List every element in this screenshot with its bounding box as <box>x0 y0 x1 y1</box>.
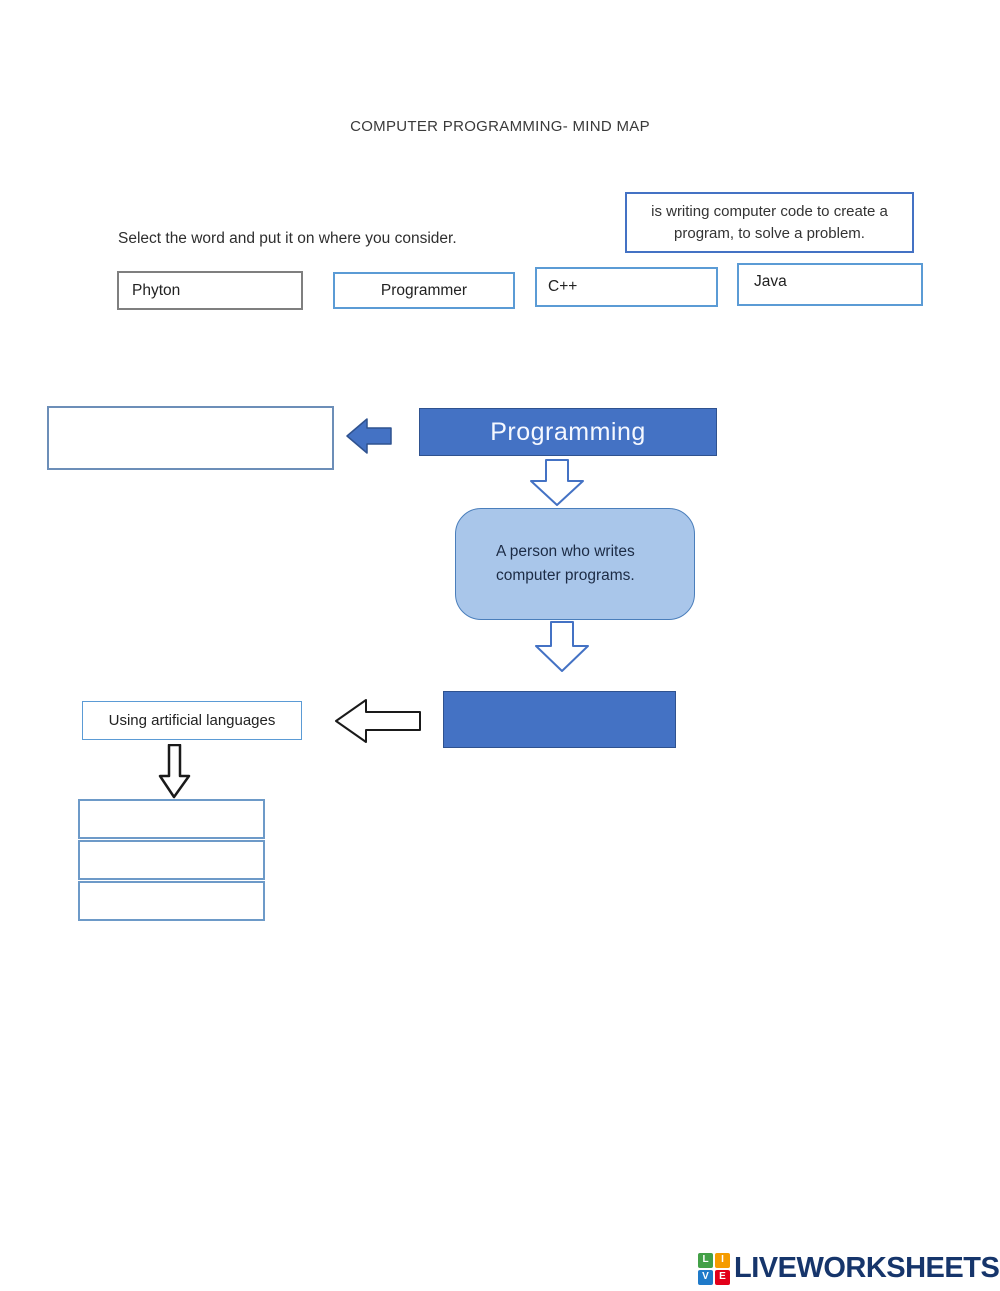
definition-text: is writing computer code to create a pro… <box>651 202 888 242</box>
definition-draggable-box[interactable]: is writing computer code to create a pro… <box>625 192 914 253</box>
logo-tile-l: L <box>698 1252 713 1268</box>
answer-drop-slot-definition[interactable] <box>47 406 334 470</box>
programming-label: Programming <box>490 417 646 446</box>
languages-node: Using artificial languages <box>82 701 302 740</box>
arrow-down-small-icon <box>158 743 191 799</box>
answer-drop-slot-language-3[interactable] <box>78 881 265 921</box>
arrow-left-solid-icon <box>346 418 392 454</box>
answer-drop-slot-language-2[interactable] <box>78 840 265 880</box>
word-label: Phyton <box>132 281 181 299</box>
instruction-text: Select the word and put it on where you … <box>118 230 457 247</box>
word-bank-item-phyton[interactable]: Phyton <box>117 271 303 310</box>
logo-tile-v: V <box>698 1269 713 1285</box>
word-bank-item-programmer[interactable]: Programmer <box>333 272 515 309</box>
languages-label: Using artificial languages <box>108 712 276 729</box>
programming-root-node: Programming <box>419 408 717 456</box>
arrow-down-icon <box>529 459 585 506</box>
logo-tile-e: E <box>715 1269 730 1285</box>
word-label: C++ <box>548 278 578 295</box>
logo-tile-i: I <box>715 1252 730 1268</box>
liveworksheets-logo-icon: L I V E <box>698 1252 730 1285</box>
word-bank-item-cpp[interactable]: C++ <box>535 267 718 307</box>
arrow-left-outline-icon <box>334 698 422 744</box>
liveworksheets-logo-text: LIVEWORKSHEETS <box>734 1252 1000 1284</box>
word-label: Programmer <box>380 281 468 299</box>
answer-drop-slot-blue-node[interactable] <box>443 691 676 748</box>
person-definition-node: A person who writes computer programs. <box>455 508 695 620</box>
person-definition-text: A person who writes computer programs. <box>496 542 635 584</box>
word-label: Java <box>754 273 787 290</box>
word-bank-item-java[interactable]: Java <box>737 263 923 306</box>
answer-drop-slot-language-1[interactable] <box>78 799 265 839</box>
liveworksheets-logo[interactable]: L I V E LIVEWORKSHEETS <box>698 1252 1000 1285</box>
page-title: COMPUTER PROGRAMMING- MIND MAP <box>350 118 650 135</box>
arrow-down-icon <box>534 621 590 672</box>
